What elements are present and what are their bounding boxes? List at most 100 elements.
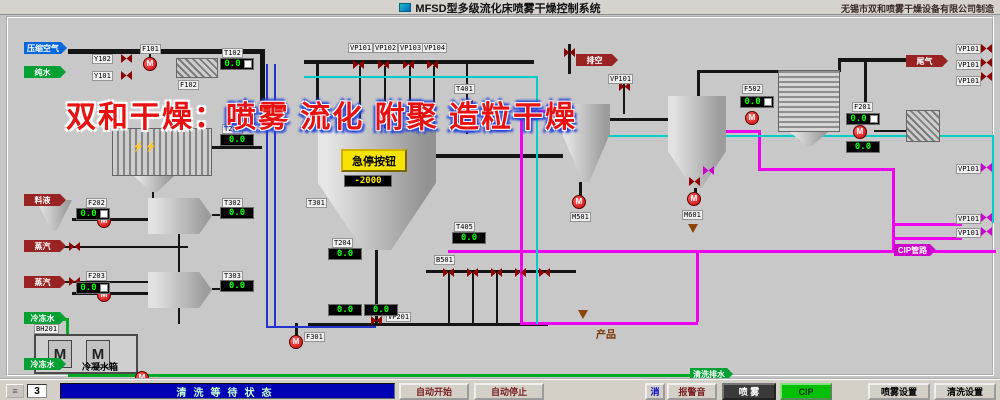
pump-icon[interactable]: M [853, 125, 867, 139]
text-label: 冷凝水箱 [82, 362, 119, 372]
valve-icon[interactable] [689, 177, 700, 186]
vessel-hcyl [148, 272, 212, 308]
valve-icon[interactable] [981, 213, 992, 222]
mute-button[interactable]: 消 [645, 383, 665, 400]
vessel-hatched [176, 58, 218, 78]
valve-icon[interactable] [353, 60, 364, 69]
flow-label: 料液 [24, 194, 66, 206]
pipe-segment [316, 64, 319, 130]
vessel-cyclone [562, 104, 610, 182]
pipe-segment [894, 223, 962, 226]
valve-icon[interactable] [378, 60, 389, 69]
equipment-tag: F201 [852, 102, 873, 112]
pipe-segment [609, 118, 669, 121]
equipment-tag: VP101 [956, 76, 982, 86]
flow-label: 排空 [576, 54, 618, 66]
emergency-stop-button[interactable]: 急停按钮 [341, 149, 407, 172]
valve-icon[interactable] [981, 227, 992, 236]
valve-icon[interactable] [371, 316, 382, 325]
equipment-tag: VP101 [608, 74, 634, 84]
valve-icon[interactable] [69, 242, 80, 251]
pipe-segment [304, 76, 536, 78]
pipe-segment [840, 58, 906, 62]
valve-icon[interactable] [462, 100, 473, 109]
valve-icon[interactable] [619, 82, 630, 91]
text-label: 产品 [596, 330, 616, 341]
value-display: 0.0 [76, 208, 110, 220]
equipment-tag: B501 [434, 255, 455, 265]
auto-start-button[interactable]: 自动开始 [399, 383, 469, 400]
equipment-tag: F101 [140, 44, 161, 54]
valve-icon[interactable] [564, 48, 575, 57]
pipe-segment [696, 250, 699, 322]
pump-icon[interactable]: M [745, 111, 759, 125]
grip-icon[interactable]: ≡ [6, 384, 24, 398]
pump-icon[interactable]: M [687, 192, 701, 206]
valve-icon[interactable] [703, 166, 714, 175]
diagram-canvas: 急停按钮 双和干燥：喷雾 流化 附聚 造粒干燥 MMMMMMMMMMMY102Y… [6, 16, 996, 385]
auto-stop-button[interactable]: 自动停止 [474, 383, 544, 400]
vessel-hatched [906, 110, 940, 142]
valve-icon[interactable] [491, 268, 502, 277]
flow-arrow-icon [688, 224, 698, 233]
pipe-segment [359, 66, 361, 128]
pump-icon[interactable]: M [289, 335, 303, 349]
value-display: 0.0 [220, 134, 254, 146]
pipe-segment [152, 192, 154, 200]
value-display: 0.0 [220, 280, 254, 292]
pipe-segment [38, 246, 188, 248]
equipment-tag: F102 [178, 80, 199, 90]
valve-icon[interactable] [443, 268, 454, 277]
valve-icon[interactable] [121, 71, 132, 80]
vessel-finned [778, 70, 840, 132]
pipe-segment [568, 44, 571, 74]
equipment-tag: Y102 [92, 54, 113, 64]
clean-settings-button[interactable]: 清洗设置 [934, 383, 996, 400]
flow-arrow-icon [578, 310, 588, 319]
valve-icon[interactable] [427, 60, 438, 69]
pipe-segment [874, 130, 906, 132]
valve-icon[interactable] [403, 60, 414, 69]
value-display: 0.0 [846, 141, 880, 153]
valve-icon[interactable] [981, 163, 992, 172]
vessel-chamber [318, 128, 436, 250]
equipment-tag: BH201 [34, 324, 60, 334]
pipe-segment [520, 110, 586, 113]
pipe-segment [894, 237, 962, 240]
valve-icon[interactable] [69, 277, 80, 286]
pipe-segment [260, 49, 265, 129]
manufacturer-label: 无锡市双和喷雾干燥设备有限公司制造 [840, 4, 994, 14]
value-display: -2000 [344, 175, 392, 187]
valve-icon[interactable] [981, 44, 992, 53]
cip-button[interactable]: CIP [780, 383, 832, 400]
status-text: 清洗等待状态 [176, 387, 279, 399]
pump-icon[interactable]: M [143, 57, 157, 71]
flow-label: 清洗排水 [690, 368, 733, 380]
pipe-segment [304, 60, 534, 64]
pipe-segment [178, 234, 180, 272]
flow-label: 蒸汽 [24, 276, 66, 288]
pipe-segment [266, 64, 268, 326]
valve-icon[interactable] [467, 268, 478, 277]
spray-settings-button[interactable]: 喷雾设置 [868, 383, 930, 400]
valve-icon[interactable] [981, 72, 992, 81]
value-display: 0.0 [846, 113, 880, 125]
pipe-segment [448, 273, 450, 323]
equipment-tag: VP101 [956, 214, 982, 224]
valve-icon[interactable] [981, 58, 992, 67]
equipment-tag: VP101 [348, 43, 374, 53]
pipe-segment [496, 273, 498, 323]
spray-button[interactable]: 喷 雾 [722, 383, 776, 400]
valve-icon[interactable] [539, 268, 550, 277]
pipe-segment [308, 323, 548, 326]
vessel-hopper [790, 132, 828, 146]
valve-icon[interactable] [515, 268, 526, 277]
pipe-segment [409, 66, 411, 128]
pump-icon[interactable]: M [572, 195, 586, 209]
equipment-tag: F202 [86, 198, 107, 208]
pipe-segment [384, 66, 386, 128]
valve-icon[interactable] [121, 54, 132, 63]
pipe-segment [433, 66, 435, 128]
alarm-sound-button[interactable]: 报警音 [667, 383, 717, 400]
